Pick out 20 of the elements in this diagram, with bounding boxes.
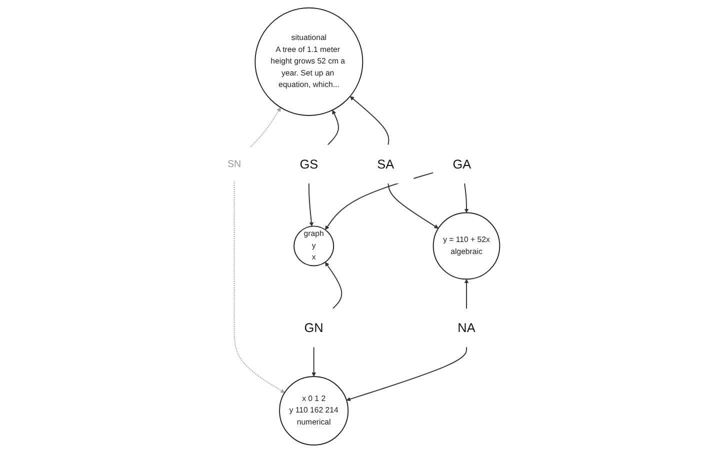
node-circle xyxy=(294,226,334,266)
arrow xyxy=(325,262,342,310)
arrow xyxy=(464,182,469,213)
arrow xyxy=(308,182,314,226)
node-text: GN xyxy=(304,320,324,335)
node-circle xyxy=(433,212,500,280)
arrow xyxy=(328,110,340,146)
arrow xyxy=(388,182,439,229)
node-text: NA xyxy=(458,320,476,335)
node-text: GA xyxy=(452,156,472,172)
arrow xyxy=(234,180,285,393)
arrow xyxy=(350,96,390,146)
node-text: GS xyxy=(300,156,318,172)
arrow xyxy=(250,107,282,148)
arrow xyxy=(346,346,468,402)
node-text: SN xyxy=(228,158,242,170)
node-circle xyxy=(279,376,349,446)
arrow xyxy=(312,346,316,377)
node-circle xyxy=(254,7,364,116)
arrow xyxy=(464,279,469,310)
